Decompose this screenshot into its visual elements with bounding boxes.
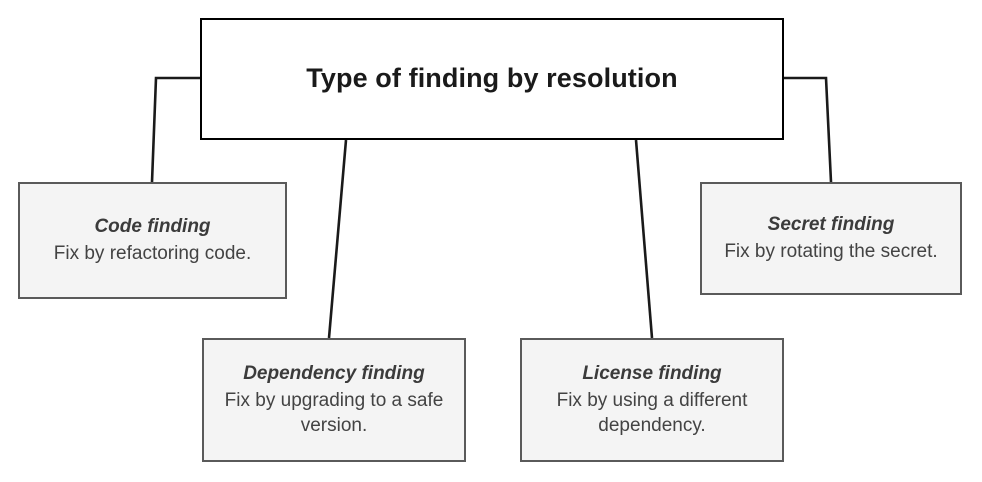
node-secret-finding-description: Fix by rotating the secret.: [724, 240, 938, 262]
connector-root-to-dependency-finding: [327, 139, 348, 339]
node-license-finding-title: License finding: [582, 363, 722, 385]
node-license-finding-description: Fix by using a different dependency.: [556, 389, 748, 436]
node-license-finding[interactable]: License finding Fix by using a different…: [520, 338, 784, 462]
node-code-finding-title: Code finding: [94, 216, 211, 238]
node-root-title: Type of finding by resolution: [306, 63, 678, 94]
node-secret-finding-title: Secret finding: [767, 214, 895, 236]
connector-root-to-secret-finding: [784, 76, 833, 183]
node-secret-finding[interactable]: Secret finding Fix by rotating the secre…: [700, 182, 962, 295]
node-code-finding[interactable]: Code finding Fix by refactoring code.: [18, 182, 287, 299]
connector-root-to-code-finding: [150, 76, 200, 183]
node-root[interactable]: Type of finding by resolution: [200, 18, 784, 140]
node-code-finding-description: Fix by refactoring code.: [53, 242, 252, 264]
node-dependency-finding-description: Fix by upgrading to a safe version.: [224, 389, 444, 436]
connector-root-to-license-finding: [634, 139, 654, 339]
node-dependency-finding[interactable]: Dependency finding Fix by upgrading to a…: [202, 338, 466, 462]
node-dependency-finding-title: Dependency finding: [243, 363, 425, 385]
